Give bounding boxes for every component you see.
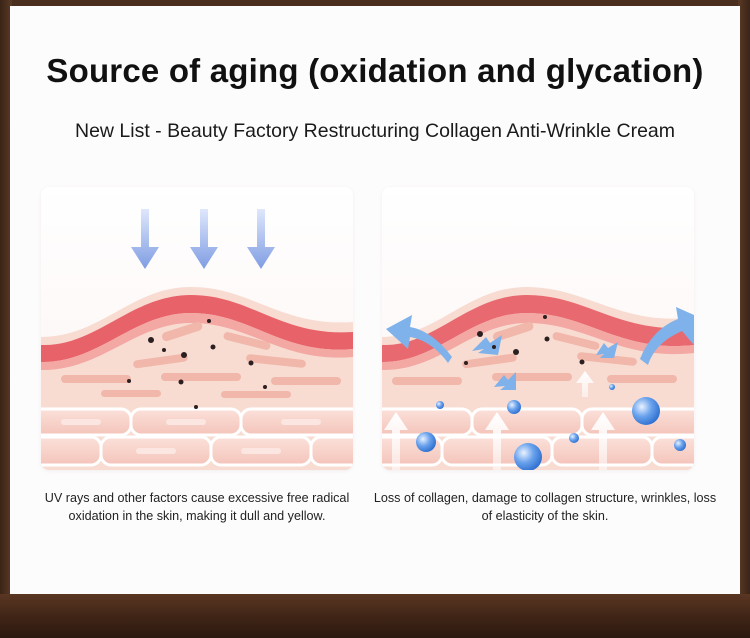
page-title: Source of aging (oxidation and glycation… xyxy=(46,52,704,89)
escape-arrows-icon xyxy=(386,307,694,390)
water-droplets-icon xyxy=(416,384,686,470)
collagen-loss-illustration xyxy=(382,187,694,470)
collagen-loss-caption: Loss of collagen, damage to collagen str… xyxy=(373,491,717,523)
product-subtitle: New List - Beauty Factory Restructuring … xyxy=(74,120,676,142)
frame-right xyxy=(738,0,750,638)
oxidation-caption: UV rays and other factors cause excessiv… xyxy=(44,491,350,523)
upward-arrows-icon xyxy=(384,371,615,470)
frame-left xyxy=(0,0,12,638)
oxidation-illustration xyxy=(41,187,353,470)
frame-top xyxy=(0,0,750,7)
bottom-wood-strip xyxy=(0,594,750,638)
uv-arrows-icon xyxy=(131,209,275,269)
